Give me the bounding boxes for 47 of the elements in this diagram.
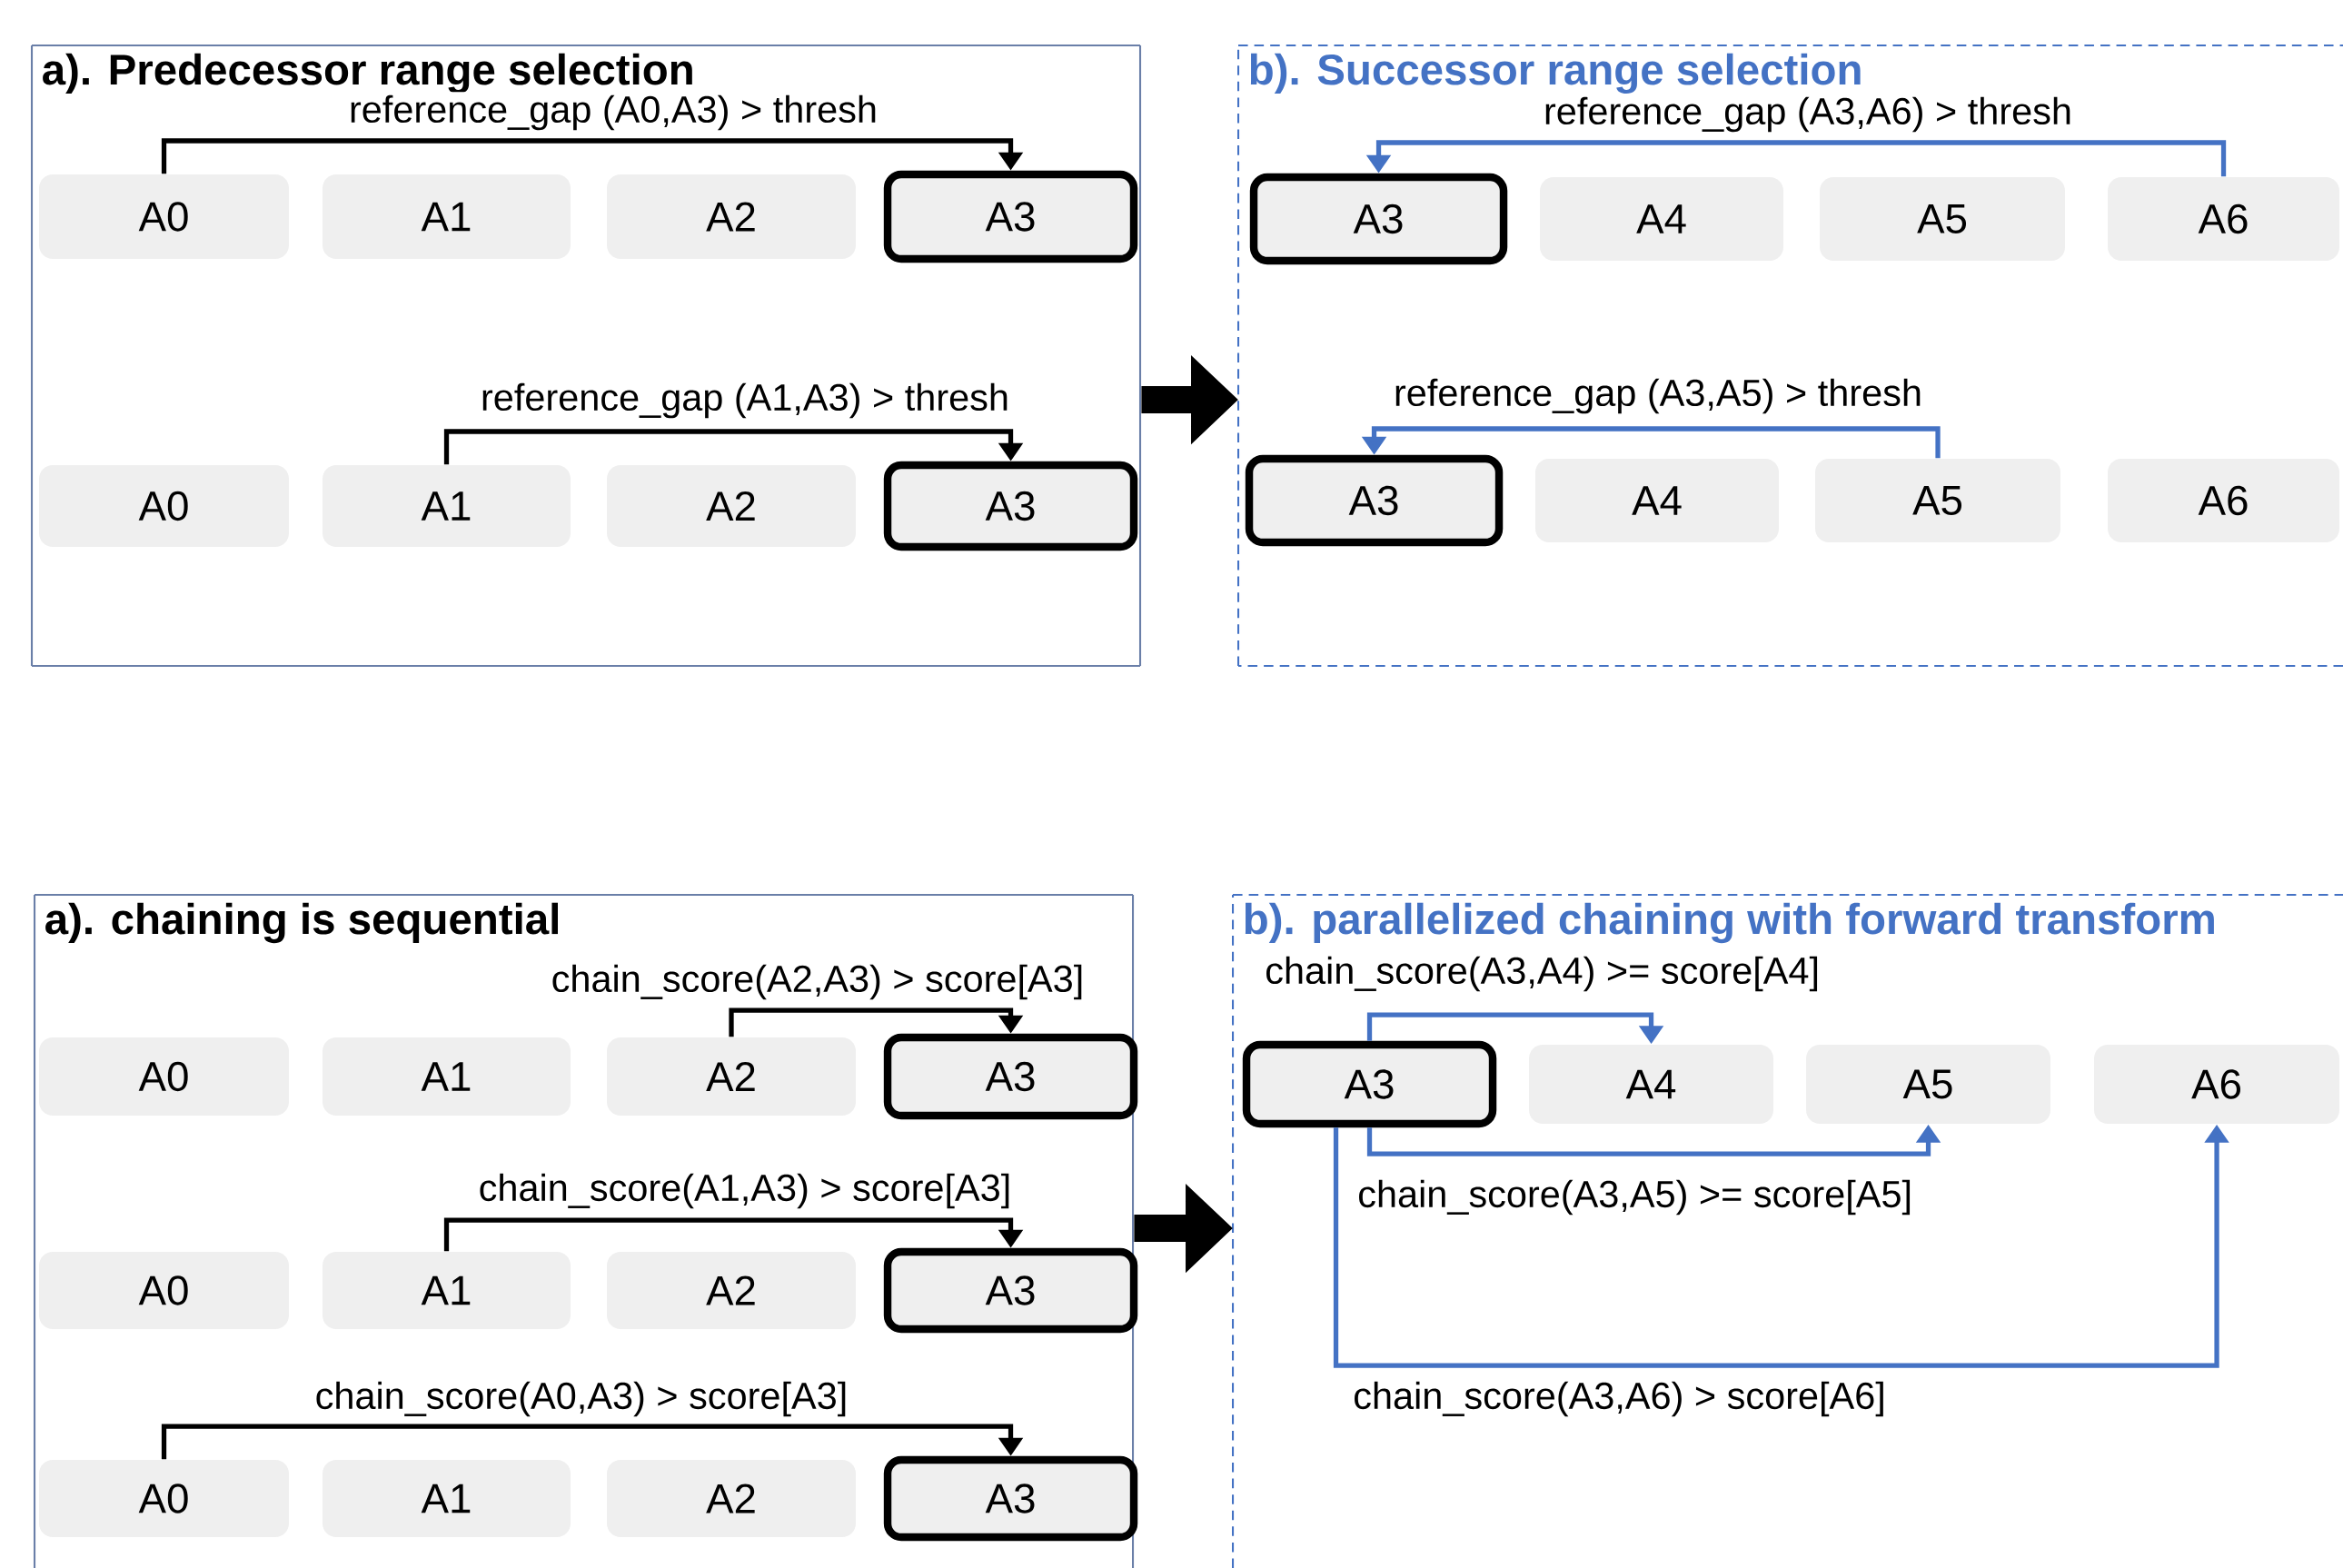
edge-label: reference_gap (A0,A3) > thresh (345, 92, 881, 134)
item-box: A2 (607, 1460, 856, 1537)
arrow (161, 138, 1024, 174)
item-box: A3 (1245, 454, 1504, 547)
item-box: A1 (323, 465, 571, 547)
item-box: A1 (323, 1460, 571, 1537)
edge-label: reference_gap (A1,A3) > thresh (477, 380, 1013, 422)
edge-label: chain_score(A3,A5) >= score[A5] (1354, 1176, 1916, 1218)
item-box: A4 (1535, 459, 1780, 542)
item-box: A0 (39, 1460, 289, 1537)
item-box: A6 (2108, 177, 2340, 261)
item-box: A0 (39, 465, 289, 547)
item-box: A1 (323, 1037, 571, 1116)
edge-label: reference_gap (A3,A6) > thresh (1540, 94, 2076, 135)
item-box: A2 (607, 1252, 856, 1329)
item-box: A3 (883, 1247, 1138, 1334)
arrow (443, 429, 1024, 465)
item-box: A1 (323, 174, 571, 259)
item-box: A5 (1820, 177, 2066, 261)
item-box: A3 (1242, 1040, 1497, 1128)
item-box: A5 (1815, 459, 2061, 542)
edge-label: chain_score(A3,A6) > score[A6] (1349, 1378, 1890, 1420)
edge-label: chain_score(A1,A3) > score[A3] (475, 1170, 1015, 1212)
item-box: A3 (883, 170, 1138, 263)
item-box: A0 (39, 1037, 289, 1116)
arrow (443, 1217, 1024, 1252)
arrow (729, 1007, 1024, 1037)
edge-label: chain_score(A0,A3) > score[A3] (312, 1378, 851, 1420)
edge-label: chain_score(A3,A4) >= score[A4] (1261, 953, 1823, 995)
item-box: A3 (883, 1033, 1138, 1120)
item-box: A0 (39, 1252, 289, 1329)
item-box: A3 (1249, 173, 1508, 265)
item-box: A0 (39, 174, 289, 259)
edge-label: chain_score(A2,A3) > score[A3] (548, 961, 1087, 1003)
item-box: A2 (607, 1037, 856, 1116)
item-box: A1 (323, 1252, 571, 1329)
item-box: A2 (607, 174, 856, 259)
item-box: A4 (1529, 1045, 1774, 1124)
item-box: A3 (883, 461, 1138, 551)
item-box: A3 (883, 1455, 1138, 1542)
arrow (161, 1424, 1024, 1460)
item-box: A2 (607, 465, 856, 547)
edge-label: reference_gap (A3,A5) > thresh (1390, 375, 1926, 417)
item-box: A6 (2094, 1045, 2340, 1124)
item-box: A6 (2108, 459, 2340, 542)
item-box: A4 (1540, 177, 1784, 261)
item-box: A5 (1806, 1045, 2051, 1124)
